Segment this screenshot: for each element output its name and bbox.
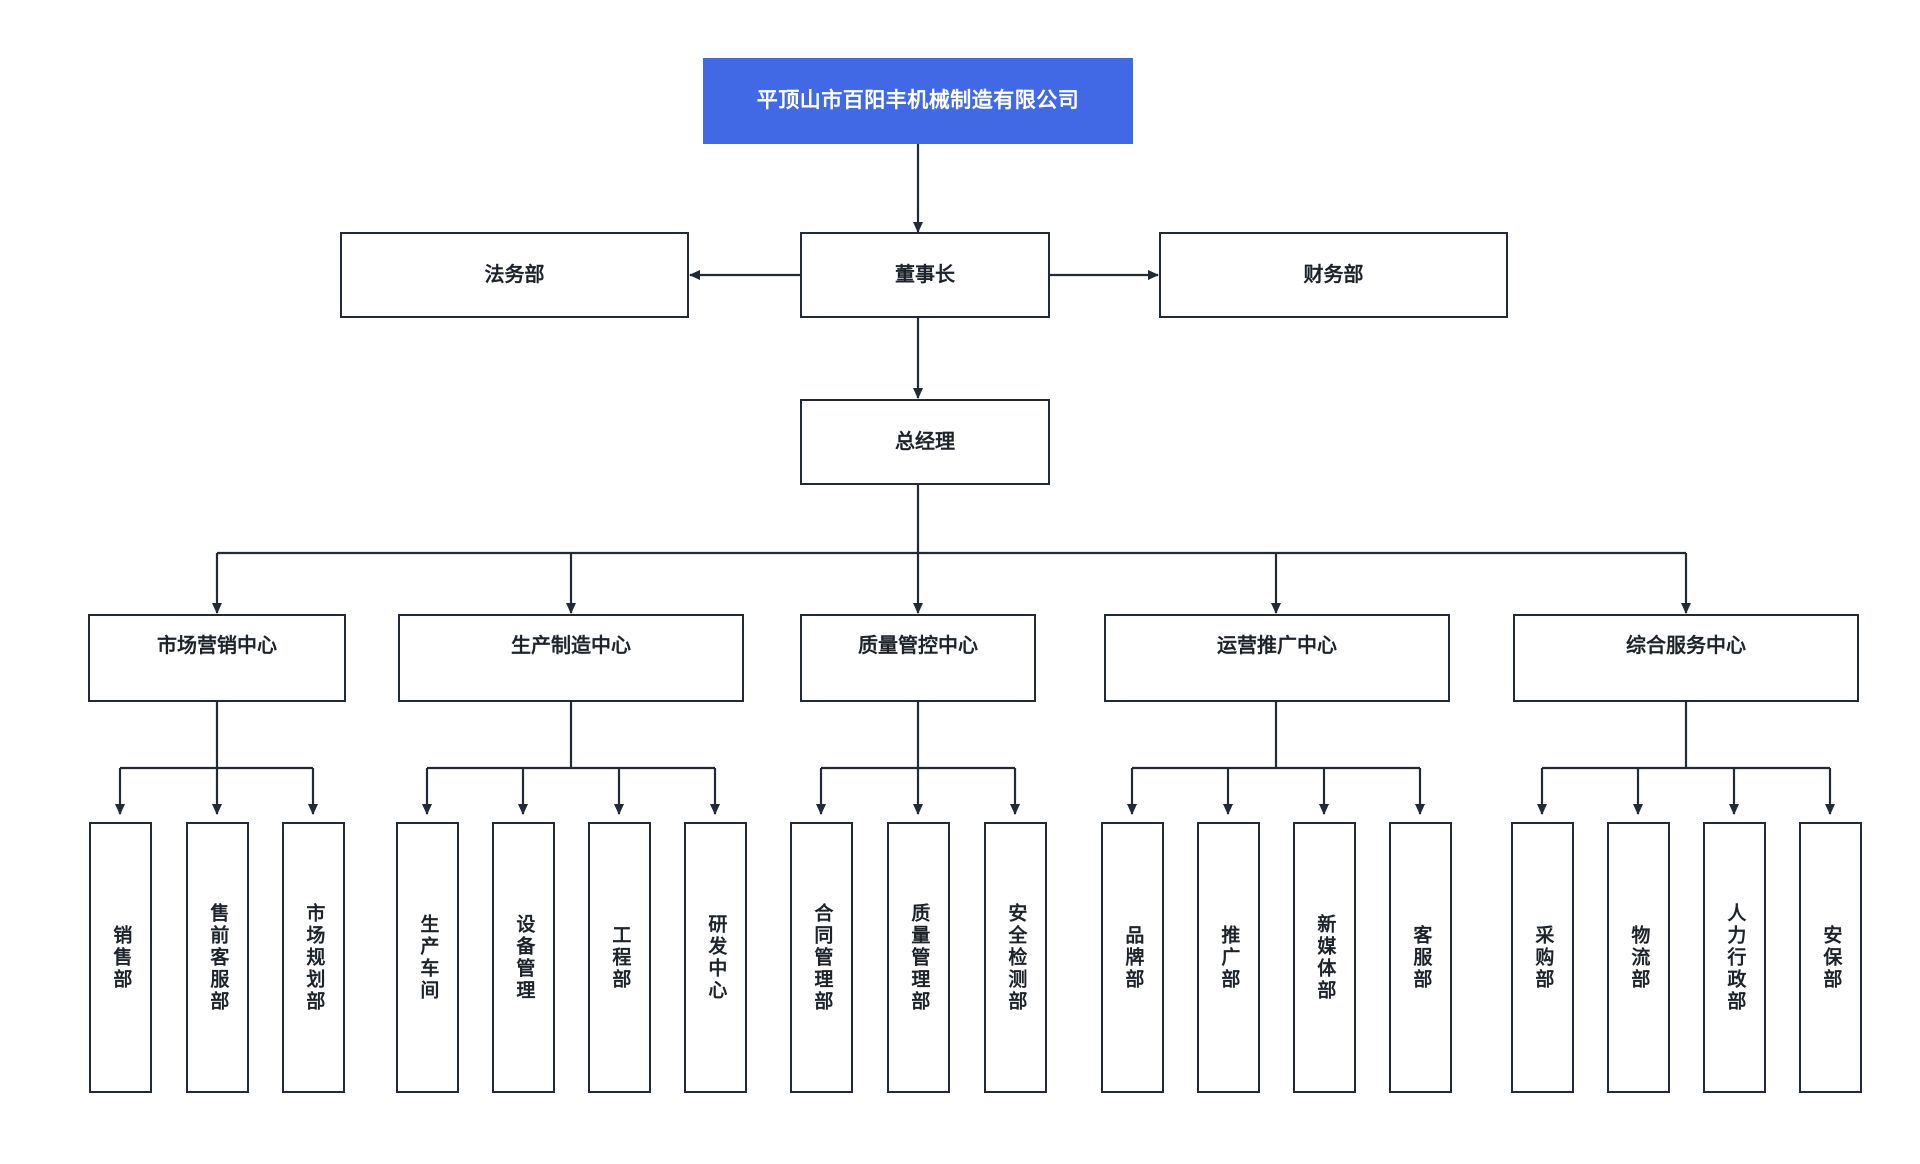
node-dept-security[interactable]: 安保部 (1799, 822, 1862, 1093)
node-dept-customer-service[interactable]: 客服部 (1389, 822, 1452, 1093)
node-dept-procurement[interactable]: 采购部 (1511, 822, 1574, 1093)
node-label: 研发中心 (705, 913, 727, 1002)
node-dept-new-media[interactable]: 新媒体部 (1293, 822, 1356, 1093)
node-label: 品牌部 (1122, 924, 1144, 991)
node-center-quality[interactable]: 质量管控中心 (800, 614, 1036, 702)
node-label: 物流部 (1628, 924, 1650, 991)
node-label: 董事长 (895, 263, 955, 286)
node-dept-quality-management[interactable]: 质量管理部 (887, 822, 950, 1093)
node-label: 售前客服部 (207, 902, 229, 1013)
node-label: 采购部 (1532, 924, 1554, 991)
node-label: 工程部 (609, 924, 631, 991)
node-dept-safety-inspection[interactable]: 安全检测部 (984, 822, 1047, 1093)
node-dept-promotion[interactable]: 推广部 (1197, 822, 1260, 1093)
node-dept-rnd-center[interactable]: 研发中心 (684, 822, 747, 1093)
node-legal-department[interactable]: 法务部 (340, 232, 689, 318)
node-dept-hr-administration[interactable]: 人力行政部 (1703, 822, 1766, 1093)
node-label: 总经理 (895, 430, 955, 453)
node-label: 销售部 (110, 924, 132, 991)
node-center-operations[interactable]: 运营推广中心 (1104, 614, 1450, 702)
node-dept-logistics[interactable]: 物流部 (1607, 822, 1670, 1093)
node-label: 运营推广中心 (1217, 635, 1337, 657)
node-label: 质量管控中心 (858, 635, 978, 657)
node-company-root[interactable]: 平顶山市百阳丰机械制造有限公司 (703, 58, 1133, 144)
node-dept-brand[interactable]: 品牌部 (1101, 822, 1164, 1093)
node-label: 安保部 (1820, 924, 1842, 991)
node-label: 平顶山市百阳丰机械制造有限公司 (756, 88, 1080, 112)
node-label: 推广部 (1218, 924, 1240, 991)
node-label: 财务部 (1303, 263, 1364, 286)
node-label: 综合服务中心 (1626, 635, 1746, 657)
node-label: 生产车间 (417, 913, 439, 1002)
node-label: 合同管理部 (811, 902, 833, 1013)
node-label: 市场规划部 (303, 902, 325, 1013)
node-dept-contract-management[interactable]: 合同管理部 (790, 822, 853, 1093)
node-dept-production-workshop[interactable]: 生产车间 (396, 822, 459, 1093)
node-center-manufacturing[interactable]: 生产制造中心 (398, 614, 744, 702)
node-label: 生产制造中心 (511, 635, 631, 657)
node-center-services[interactable]: 综合服务中心 (1513, 614, 1859, 702)
node-dept-presales-service[interactable]: 售前客服部 (186, 822, 249, 1093)
node-center-marketing[interactable]: 市场营销中心 (88, 614, 346, 702)
node-label: 法务部 (484, 263, 545, 286)
node-dept-engineering[interactable]: 工程部 (588, 822, 651, 1093)
node-dept-market-planning[interactable]: 市场规划部 (282, 822, 345, 1093)
node-general-manager[interactable]: 总经理 (800, 399, 1050, 485)
node-label: 设备管理 (513, 913, 535, 1002)
node-label: 新媒体部 (1314, 913, 1336, 1002)
node-label: 客服部 (1410, 924, 1432, 991)
node-label: 质量管理部 (908, 902, 930, 1013)
node-label: 人力行政部 (1724, 902, 1746, 1013)
node-label: 市场营销中心 (157, 635, 277, 657)
node-label: 安全检测部 (1005, 902, 1027, 1013)
node-dept-equipment-management[interactable]: 设备管理 (492, 822, 555, 1093)
node-chairman[interactable]: 董事长 (800, 232, 1050, 318)
node-dept-sales[interactable]: 销售部 (89, 822, 152, 1093)
node-finance-department[interactable]: 财务部 (1159, 232, 1508, 318)
